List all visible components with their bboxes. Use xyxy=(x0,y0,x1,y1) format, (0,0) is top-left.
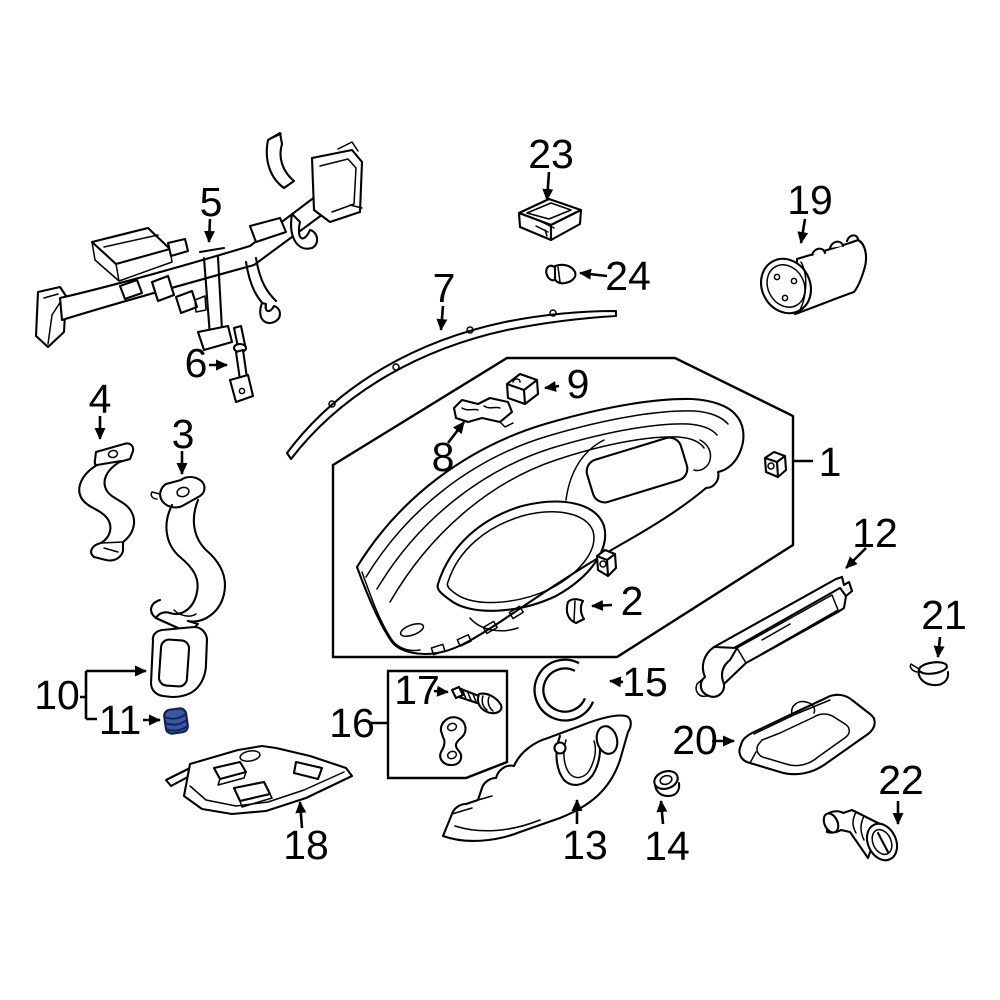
part-label-20[interactable]: 20 xyxy=(672,717,718,763)
clip-ridges xyxy=(165,713,188,732)
part-drawing-support-bolt[interactable] xyxy=(228,324,255,404)
leader-8 xyxy=(446,421,466,444)
clip-body xyxy=(163,707,189,735)
part-label-1[interactable]: 1 xyxy=(819,439,842,485)
part-drawing-glovebox-frame[interactable] xyxy=(695,575,854,698)
leader-5 xyxy=(203,218,215,243)
leader-24 xyxy=(579,268,608,280)
part-label-7[interactable]: 7 xyxy=(433,265,456,311)
part-drawing-mount-bracket[interactable] xyxy=(452,396,514,428)
part-drawing-kit-bracket[interactable] xyxy=(439,716,467,767)
part-drawing-under-dash-panel[interactable] xyxy=(164,744,354,816)
part-drawing-air-duct-left[interactable] xyxy=(78,442,136,562)
leader-12 xyxy=(845,547,867,569)
part-label-14[interactable]: 14 xyxy=(644,823,690,869)
part-drawing-panel-clip-mid[interactable] xyxy=(595,548,618,578)
part-label-24[interactable]: 24 xyxy=(605,253,651,299)
leader-23 xyxy=(542,171,554,201)
part-label-11[interactable]: 11 xyxy=(99,697,142,743)
part-drawing-cap[interactable] xyxy=(909,661,950,687)
part-drawing-wedge-clip[interactable] xyxy=(565,598,586,625)
part-drawing-instrument-panel[interactable] xyxy=(355,397,745,656)
leader-7 xyxy=(436,305,448,331)
part-label-21[interactable]: 21 xyxy=(921,592,967,638)
part-label-10[interactable]: 10 xyxy=(34,672,80,718)
leader-10-bracket xyxy=(80,671,97,721)
part-label-16[interactable]: 16 xyxy=(329,700,375,746)
leader-15 xyxy=(609,676,624,688)
leader-18 xyxy=(295,801,307,829)
part-drawing-screw-pin[interactable] xyxy=(450,685,503,715)
part-drawing-mount-bracket-upper[interactable] xyxy=(505,372,540,406)
part-label-6[interactable]: 6 xyxy=(185,340,208,386)
part-label-19[interactable]: 19 xyxy=(787,177,833,223)
part-drawing-column-ring[interactable] xyxy=(533,658,595,722)
part-drawing-airbag-module[interactable] xyxy=(752,234,868,322)
leader-14 xyxy=(656,800,668,825)
part-label-15[interactable]: 15 xyxy=(622,659,668,705)
part-label-2[interactable]: 2 xyxy=(621,578,644,624)
leader-19 xyxy=(797,218,809,244)
leader-9 xyxy=(544,380,560,392)
part-label-5[interactable]: 5 xyxy=(200,179,223,225)
part-label-8[interactable]: 8 xyxy=(432,434,455,480)
part-label-18[interactable]: 18 xyxy=(283,822,329,868)
part-label-4[interactable]: 4 xyxy=(89,376,112,422)
leader-2 xyxy=(591,599,613,611)
part-label-17[interactable]: 17 xyxy=(394,667,440,713)
part-drawing-reinforcement-beam[interactable] xyxy=(34,131,364,352)
part-label-12[interactable]: 12 xyxy=(852,510,898,556)
part-drawing-retainer-clip-selected[interactable] xyxy=(163,707,189,735)
part-drawing-air-duct-center[interactable] xyxy=(150,475,226,631)
leader-17 xyxy=(433,685,449,697)
part-drawing-control-module[interactable] xyxy=(517,197,583,242)
part-drawing-defroster-trim-strip[interactable] xyxy=(285,309,618,461)
part-drawing-lock-cylinder[interactable] xyxy=(821,808,903,865)
leader-lines xyxy=(80,171,945,829)
part-label-22[interactable]: 22 xyxy=(878,757,924,803)
part-label-3[interactable]: 3 xyxy=(172,411,195,457)
part-drawing-grommet[interactable] xyxy=(652,768,681,798)
leader-21 xyxy=(933,636,945,658)
part-label-23[interactable]: 23 xyxy=(528,131,574,177)
part-drawing-side-vent[interactable] xyxy=(149,625,209,699)
part-label-13[interactable]: 13 xyxy=(562,822,608,868)
part-label-9[interactable]: 9 xyxy=(567,361,590,407)
part-drawing-glovebox-lid[interactable] xyxy=(738,693,876,776)
part-drawing-panel-clip-right[interactable] xyxy=(763,450,788,479)
part-drawing-bulb[interactable] xyxy=(544,263,577,285)
